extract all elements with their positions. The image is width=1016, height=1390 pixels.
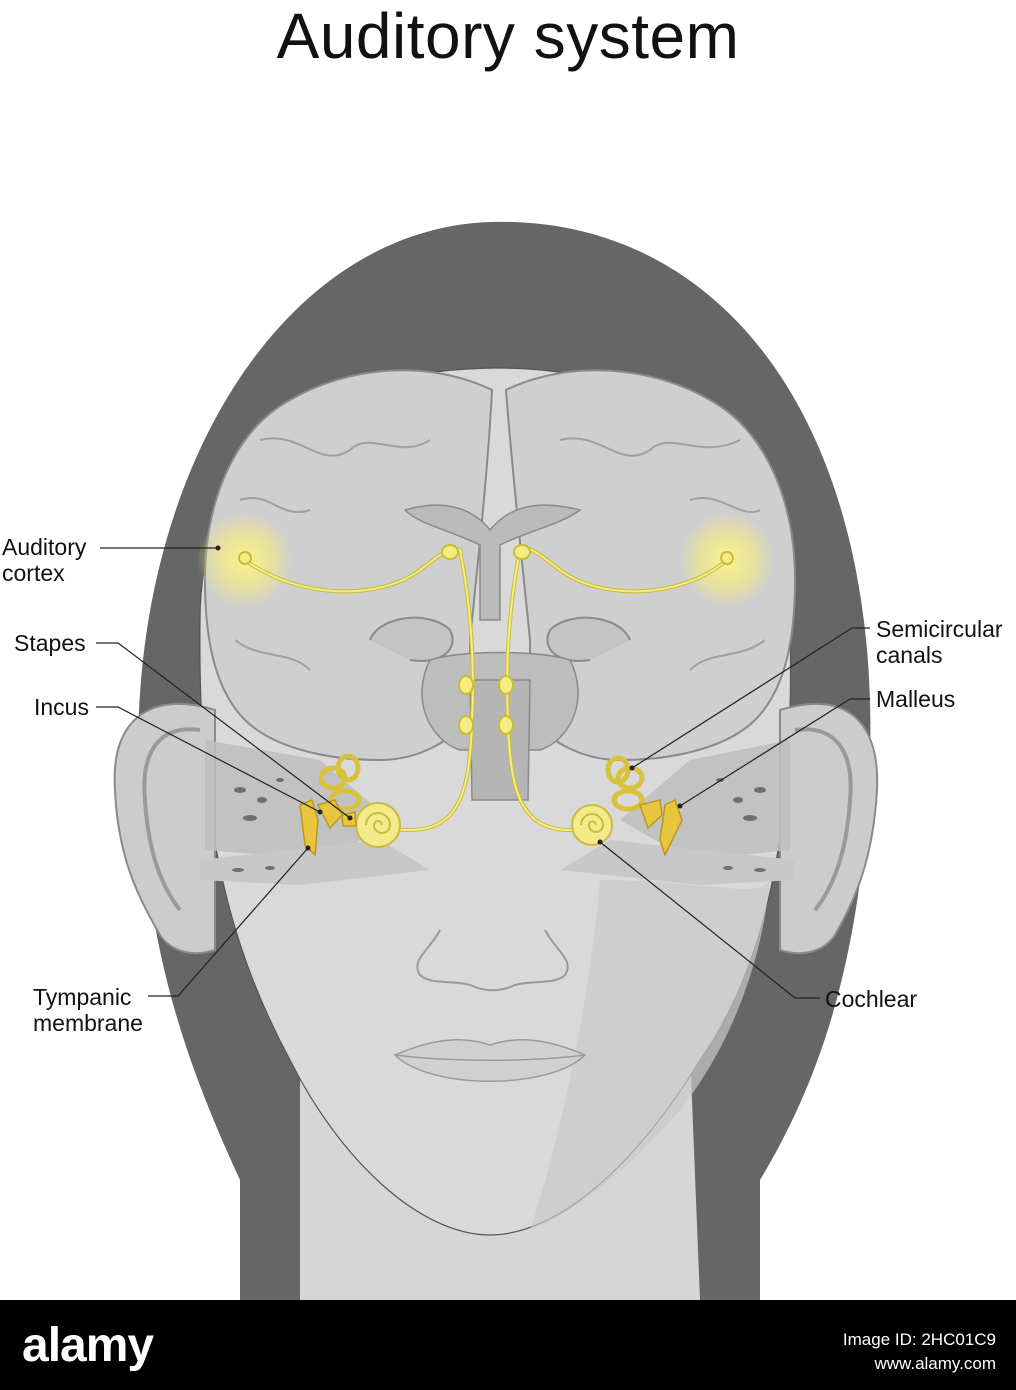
- brand-logo: alamy: [22, 1319, 154, 1372]
- right-ear: [779, 702, 879, 955]
- right-malleus: [659, 798, 683, 857]
- nerve-nuclei: [238, 544, 734, 735]
- label-tympanic-line2: membrane: [33, 1010, 143, 1036]
- right-hemisphere: [504, 369, 797, 762]
- face-shadow: [530, 880, 770, 1230]
- anatomy-illustration: [96, 221, 879, 1300]
- left-ear: [113, 702, 216, 955]
- brainstem: [469, 679, 531, 801]
- leader-tympanic: [148, 847, 309, 997]
- site-url: www.alamy.com: [874, 1354, 996, 1373]
- right-inner-ear: [571, 755, 683, 857]
- left-cochlea: [355, 802, 401, 848]
- label-stapes: Stapes: [14, 630, 86, 656]
- label-semicircular-line1: Semicircular: [876, 616, 1003, 642]
- right-ear-inner: [794, 727, 853, 912]
- label-incus: Incus: [34, 694, 89, 720]
- label-auditory-cortex-line1: Auditory: [2, 534, 87, 560]
- label-auditory-cortex-line2: cortex: [2, 560, 65, 586]
- leader-dots: [215, 545, 683, 851]
- footer-band: [0, 1300, 1016, 1390]
- left-ear-inner: [142, 727, 201, 912]
- label-semicircular-line2: canals: [876, 642, 943, 668]
- leader-cochlear: [599, 841, 820, 999]
- label-tympanic-line1: Tympanic: [33, 984, 132, 1010]
- label-tympanic-membrane: Tympanic membrane: [33, 984, 143, 1036]
- nose: [416, 929, 569, 992]
- left-semicircular-canals: [318, 753, 362, 812]
- leader-malleus: [679, 698, 870, 807]
- image-credit: Image ID: 2HC01C9 www.alamy.com: [843, 1328, 996, 1376]
- left-malleus: [299, 798, 319, 857]
- leader-incus: [96, 706, 321, 813]
- right-incus: [639, 799, 663, 830]
- ventricles: [403, 504, 582, 621]
- leader-semicircular: [631, 627, 870, 769]
- brain: [203, 369, 797, 762]
- auditory-pathway-core: [244, 547, 728, 832]
- image-id: Image ID: 2HC01C9: [842, 1330, 996, 1349]
- leader-stapes: [96, 642, 351, 819]
- page-title: Auditory system: [276, 0, 740, 72]
- label-malleus: Malleus: [876, 686, 956, 712]
- label-semicircular-canals: Semicircular canals: [876, 616, 1003, 668]
- label-auditory-cortex: Auditory cortex: [2, 534, 86, 586]
- label-cochlear: Cochlear: [825, 986, 918, 1012]
- right-cochlea: [571, 804, 613, 846]
- leader-lines: [96, 547, 870, 999]
- right-semicircular-canals: [605, 755, 645, 812]
